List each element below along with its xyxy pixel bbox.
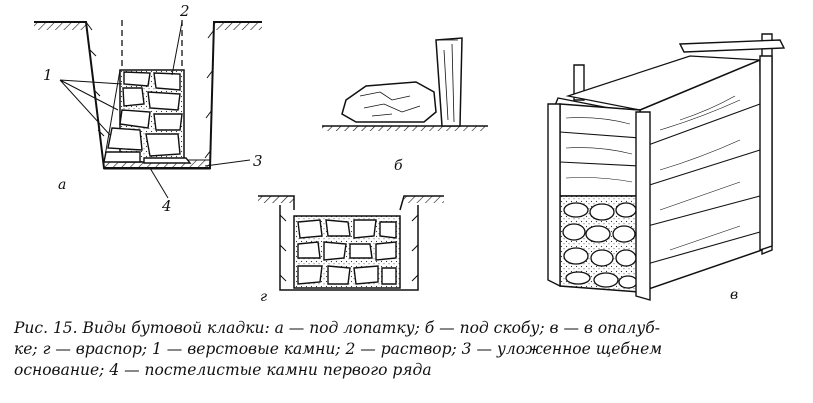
leader-1 <box>59 79 123 136</box>
trench-outline-g <box>279 205 419 291</box>
post-grain-b <box>440 39 458 123</box>
label-2: 2 <box>179 2 190 20</box>
masonry-stones-g <box>297 219 397 285</box>
crossbar-top-back <box>678 39 786 53</box>
drawing-g: г <box>258 195 444 305</box>
ground-hatch-right-g <box>404 196 444 203</box>
ground-hatch-left <box>34 22 86 30</box>
leader-4 <box>149 167 169 199</box>
label-b: б <box>394 158 403 174</box>
leader-3 <box>204 159 251 167</box>
post-front-left <box>547 103 561 288</box>
caption-line-2: ке; г — враспор; 1 — верстовые камни; 2 … <box>14 340 663 358</box>
stone-b <box>341 81 437 123</box>
masonry-stones-v <box>562 202 638 289</box>
drawing-v: в <box>547 33 786 303</box>
label-1: 1 <box>43 66 53 84</box>
leader-2 <box>171 21 183 76</box>
caption-line-3: основание; 4 — постелистые камни первого… <box>14 361 432 379</box>
trench-wall-hatch-left <box>85 21 105 137</box>
masonry-slope <box>103 69 121 163</box>
label-v: в <box>730 287 738 303</box>
ground-hatch-right <box>214 22 262 30</box>
ground-hatch-b <box>322 126 488 131</box>
trench-hatch-g <box>279 214 419 282</box>
label-a: а <box>58 177 66 193</box>
figure-caption: Рис. 15. Виды бутовой кладки: а — под ло… <box>14 318 804 381</box>
label-g: г <box>260 289 267 305</box>
drawing-b: б <box>322 37 488 174</box>
masonry-stones-a <box>103 71 192 164</box>
wood-grain-front <box>565 117 633 183</box>
ground-hatch-left-g <box>258 196 294 203</box>
wood-grain-right <box>659 95 741 251</box>
stone-texture-b <box>359 91 421 117</box>
label-4: 4 <box>161 197 172 215</box>
post-right-corner <box>759 55 773 251</box>
trench-wall-hatch-right <box>204 29 215 159</box>
formwork-right-boards <box>639 103 761 267</box>
post-b <box>435 37 463 127</box>
label-3: 3 <box>253 152 263 170</box>
caption-line-1: Рис. 15. Виды бутовой кладки: а — под ло… <box>14 319 660 337</box>
formwork-front-boards <box>559 131 641 167</box>
drawing-a: 1 2 3 4 а <box>34 2 263 215</box>
post-front-middle <box>635 111 651 301</box>
